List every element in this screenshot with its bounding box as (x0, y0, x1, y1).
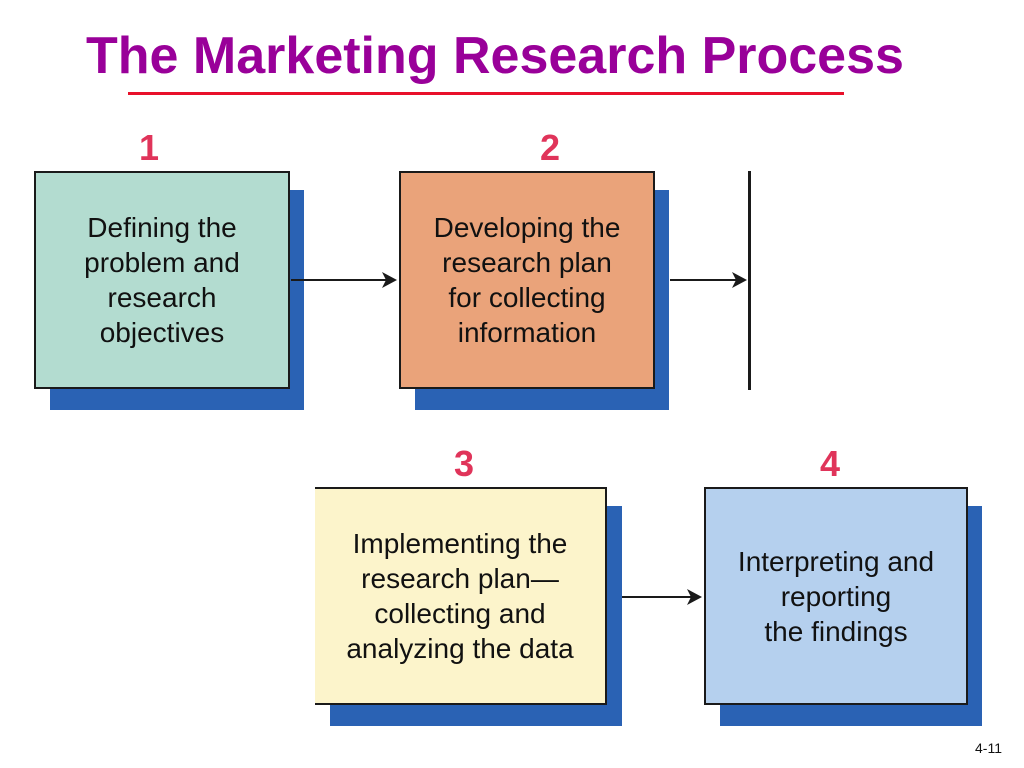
slide-title: The Marketing Research Process (86, 27, 904, 85)
step-1-line: objectives (99, 317, 225, 348)
step-2-line: Developing the (433, 212, 621, 243)
title-underline (128, 92, 844, 95)
step-1-line: research (107, 282, 217, 313)
step-1-line: Defining the (87, 212, 237, 243)
step-4-line: the findings (764, 615, 908, 647)
step-4-number: 4 (819, 443, 841, 484)
step-3-line: analyzing the data (346, 633, 574, 664)
step-3-line: Implementing the (352, 528, 568, 559)
step-2-line: information (457, 317, 597, 348)
step-1-line: problem and (84, 247, 240, 278)
step-3-text: Implementing the research plan— collecti… (346, 526, 573, 666)
step-4-line: Interpreting and (737, 545, 935, 577)
step-2-line: research plan (442, 247, 612, 278)
arrow-step3-to-step4 (622, 589, 702, 605)
arrow-step1-to-step2 (291, 272, 397, 288)
step-3-line: collecting and (374, 598, 546, 629)
step-1-number: 1 (138, 127, 160, 168)
step-4-text: Interpreting and reporting the findings (738, 544, 934, 649)
step-2-line: for collecting (448, 282, 606, 313)
step-2-box: Developing the research plan for collect… (399, 171, 655, 389)
step-4-box: Interpreting and reporting the findings (704, 487, 968, 705)
step-1-text: Defining the problem and research object… (84, 210, 240, 350)
step-4-line: reporting (780, 580, 892, 612)
cropped-box-edge (748, 171, 751, 390)
arrow-step2-to-next (670, 272, 747, 288)
slide-page-number: 4-11 (975, 740, 1002, 756)
step-3-box: Implementing the research plan— collecti… (315, 487, 607, 705)
step-1-box: Defining the problem and research object… (34, 171, 290, 389)
step-3-line: research plan— (361, 563, 559, 594)
step-2-text: Developing the research plan for collect… (434, 210, 621, 350)
step-2-number: 2 (539, 127, 561, 168)
step-3-number: 3 (453, 443, 475, 484)
